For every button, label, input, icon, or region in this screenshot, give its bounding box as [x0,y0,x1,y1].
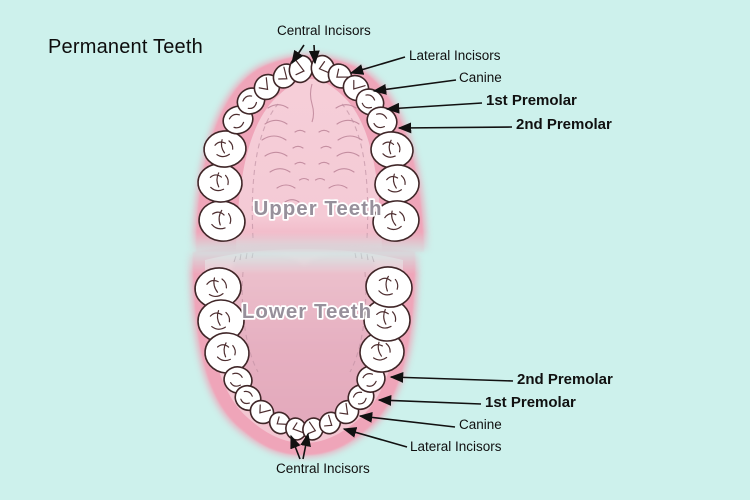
tooth-m [365,266,413,308]
palate-rugae [261,104,363,203]
upper-arch-label: Upper Teeth [253,197,382,220]
upper-palate [236,79,382,252]
tooth-i [318,411,342,435]
callout-arrow [372,79,457,95]
callout-arrow [342,427,408,448]
tooth-m [194,267,242,309]
callout-arrow [300,432,311,460]
callout-arrow [377,395,482,406]
callout-arrow [358,412,456,428]
tongue [232,252,376,434]
callout-arrow [397,122,513,134]
callout-lateral-incisors-bottom: Lateral Incisors [410,439,502,454]
callout-canine-bottom: Canine [459,417,502,432]
diagram-title: Permanent Teeth [48,36,203,58]
lower-arch-label: Lower Teeth [242,300,372,323]
tooth-m [203,130,247,168]
tooth-p [366,106,398,136]
callout-arrow [291,44,305,65]
upper-teeth-row [197,54,420,242]
upper-arch: Upper Teeth [193,54,427,252]
callout-arrow [349,56,406,75]
callout-first-premolar-top: 1st Premolar [486,92,577,109]
gum-sketch-marks [233,252,375,263]
tooth-m [372,200,420,242]
callout-second-premolar-top: 2nd Premolar [516,116,612,133]
callout-first-premolar-bottom: 1st Premolar [485,394,576,411]
lower-arch: Lower Teeth [190,243,418,457]
lower-teeth-row [194,266,413,441]
tooth-m [374,164,420,204]
callout-central-incisors-top: Central Incisors [277,23,371,38]
callout-arrow [290,434,301,460]
tooth-m [204,332,250,374]
callout-arrow [385,102,483,114]
callout-central-incisors-bottom: Central Incisors [276,461,370,476]
callout-second-premolar-bottom: 2nd Premolar [517,371,613,388]
callout-canine-top: Canine [459,70,502,85]
callout-arrows [290,44,514,460]
callout-arrow [308,44,320,65]
callout-lateral-incisors-top: Lateral Incisors [409,48,501,63]
callout-arrow [389,371,514,383]
